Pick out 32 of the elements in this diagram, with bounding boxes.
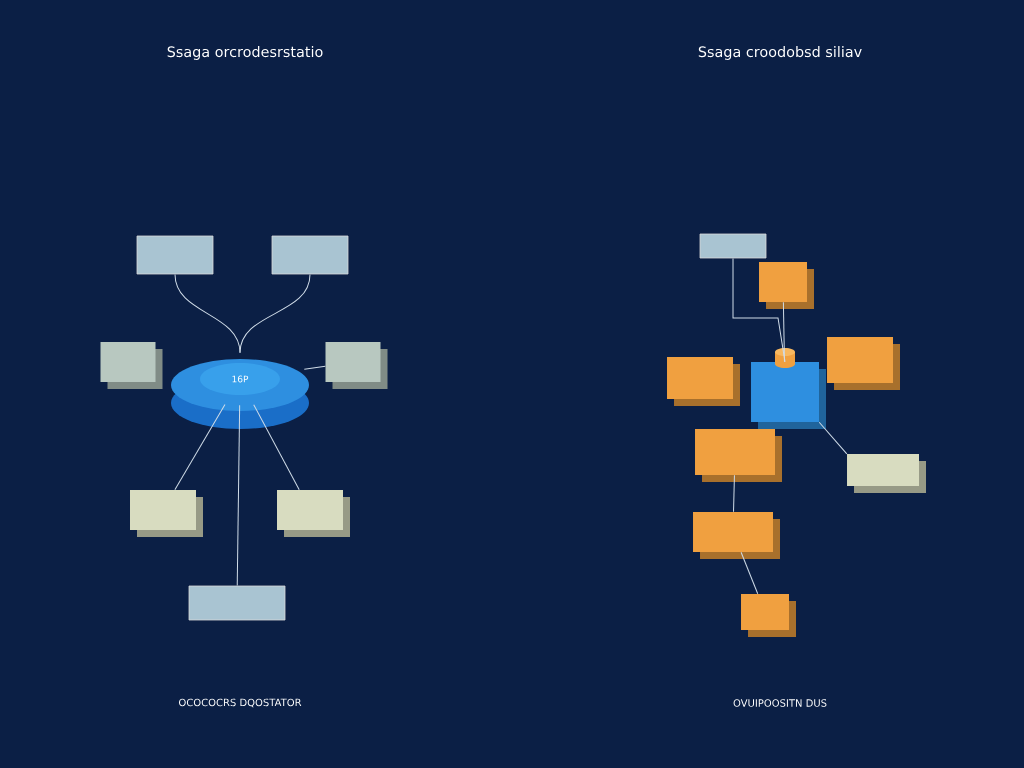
connector-line <box>174 404 226 491</box>
cube-box <box>667 357 740 406</box>
cube-box <box>827 337 900 390</box>
cube-box <box>693 512 780 559</box>
connector-line <box>303 365 326 370</box>
cube-box <box>759 262 814 309</box>
connector-line <box>732 257 786 363</box>
cube-box <box>751 348 826 429</box>
cube-box <box>847 454 926 493</box>
text-box <box>136 235 214 275</box>
cube-box <box>100 342 163 389</box>
connector-line <box>236 404 241 587</box>
cylinder: 16P <box>171 359 309 429</box>
cube-box <box>277 490 350 537</box>
connector-line <box>253 404 300 491</box>
connector-line <box>782 301 785 363</box>
connector-line <box>818 421 848 455</box>
text-box <box>188 585 286 621</box>
text-box <box>271 235 349 275</box>
cube-box <box>695 429 782 482</box>
caption: OCOCOCRS DQOSTATOR <box>179 698 302 708</box>
connector-line <box>239 273 311 354</box>
text-box <box>699 233 767 259</box>
cube-box <box>325 342 388 389</box>
cube-box <box>130 490 203 537</box>
heading: Ssaga orcrodesrstatio <box>167 46 323 60</box>
connector-line <box>740 551 759 595</box>
cube-box <box>741 594 796 637</box>
caption: OVUIPOOSITN DUS <box>733 699 827 707</box>
heading: Ssaga croodobsd siliav <box>698 46 862 60</box>
connector-line <box>174 273 241 354</box>
connector-line <box>733 474 735 513</box>
